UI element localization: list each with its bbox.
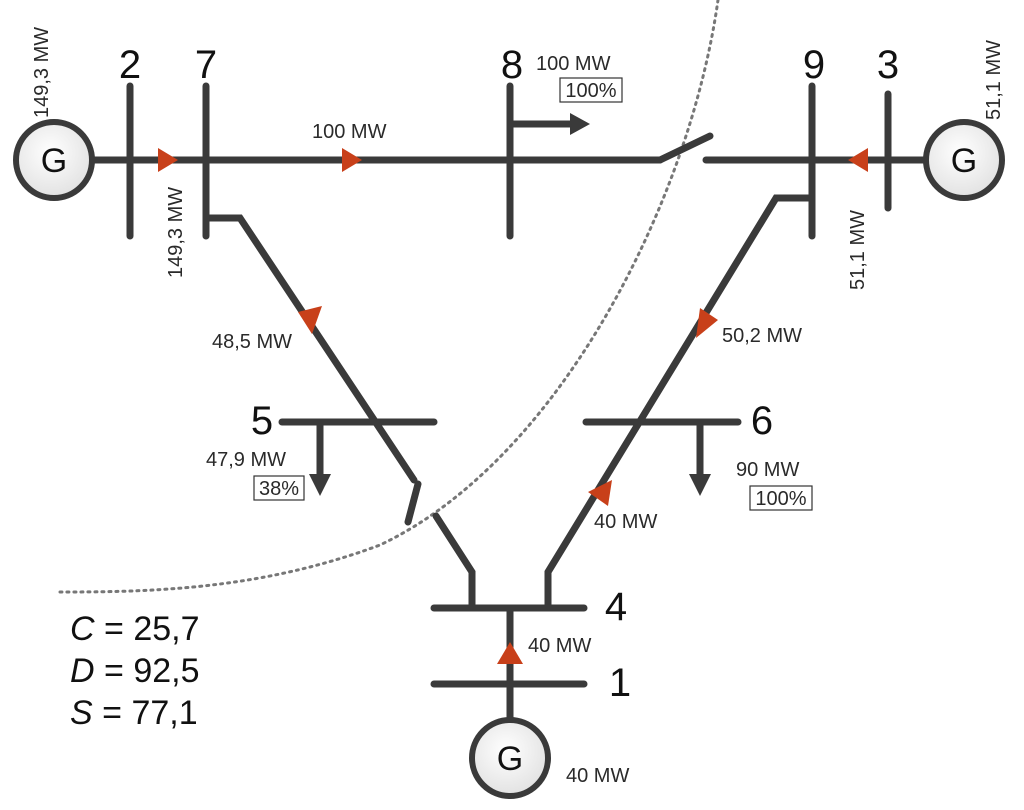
bus-3-number: 3 [877, 43, 899, 87]
metric-d-value: 92,5 [133, 652, 199, 690]
load-5-pct-box [253, 475, 305, 501]
flow-arrow-1-4 [497, 642, 523, 664]
metric-c-value: 25,7 [133, 610, 199, 648]
line-3-9-flow-label: 51,1 MW [847, 210, 869, 290]
load-8-pct: 100% [565, 80, 616, 102]
generator-1: G [469, 717, 551, 799]
flow-arrow-7-8 [342, 148, 362, 172]
load-6-pct: 100% [755, 488, 806, 510]
load-8-label: 100 MW [536, 53, 611, 75]
bus-8-number: 8 [501, 43, 523, 87]
generator-3: G [923, 119, 1005, 201]
load-8-pct-box [559, 77, 623, 103]
metric-d: D = 92,5 [70, 652, 200, 690]
load-6-label: 90 MW [736, 459, 799, 481]
metrics-panel: C = 25,7 D = 92,5 S = 77,1 [70, 610, 200, 732]
metric-c: C = 25,7 [70, 610, 200, 648]
bus-4-number: 4 [605, 585, 627, 629]
flow-arrow-4-6 [588, 480, 612, 506]
bus-1-number: 1 [609, 661, 631, 705]
metric-d-name: D [70, 652, 95, 690]
gen1-output-label: 40 MW [566, 765, 629, 787]
generator-2-label: G [41, 142, 67, 180]
line-1-4-flow-label: 40 MW [528, 635, 591, 657]
breaker-left [404, 480, 422, 526]
bus-6-number: 6 [751, 399, 773, 443]
line-9-6-flow-label: 50,2 MW [722, 325, 802, 347]
bus-7-number: 7 [195, 43, 217, 87]
metric-s-name: S [70, 694, 93, 732]
line-4-6-flow-label: 40 MW [594, 511, 657, 533]
metric-s-value: 77,1 [131, 694, 197, 732]
gen3-output-label: 51,1 MW [983, 40, 1005, 120]
line-7-5-flow-label: 48,5 MW [212, 331, 292, 353]
cut-boundary [58, 0, 720, 594]
line-bus7-bus5 [202, 214, 418, 484]
load-5-arrowhead [309, 474, 331, 496]
metric-s-eq: = [93, 694, 132, 732]
metric-d-eq: = [95, 652, 134, 690]
generator-3-label: G [951, 142, 977, 180]
flow-arrow-3-9 [848, 148, 868, 172]
generator-1-label: G [497, 740, 523, 778]
line-bus9-bus4 [544, 194, 816, 612]
metric-c-name: C [70, 610, 95, 648]
flow-arrow-2-7 [158, 148, 178, 172]
load-5-label: 47,9 MW [206, 449, 286, 471]
bus-2-number: 2 [119, 43, 141, 87]
gen2-output-label: 149,3 MW [31, 27, 53, 118]
metric-s: S = 77,1 [70, 694, 198, 732]
load-5-pct: 38% [259, 478, 299, 500]
breaker-top [656, 132, 714, 164]
metric-c-eq: = [95, 610, 134, 648]
load-8-arrowhead [570, 113, 590, 135]
bus-5-number: 5 [251, 399, 273, 443]
flow-arrow-9-6 [696, 308, 718, 338]
line-7-8-flow-label: 100 MW [312, 121, 387, 143]
line-breaker-bus4-left [432, 512, 476, 612]
load-6-pct-box [749, 485, 813, 511]
flow-arrow-7-5 [298, 306, 322, 334]
line-2-7-flow-label: 149,3 MW [165, 187, 187, 278]
load-6-arrowhead [689, 474, 711, 496]
bus-9-number: 9 [803, 43, 825, 87]
generator-2: G [13, 119, 95, 201]
